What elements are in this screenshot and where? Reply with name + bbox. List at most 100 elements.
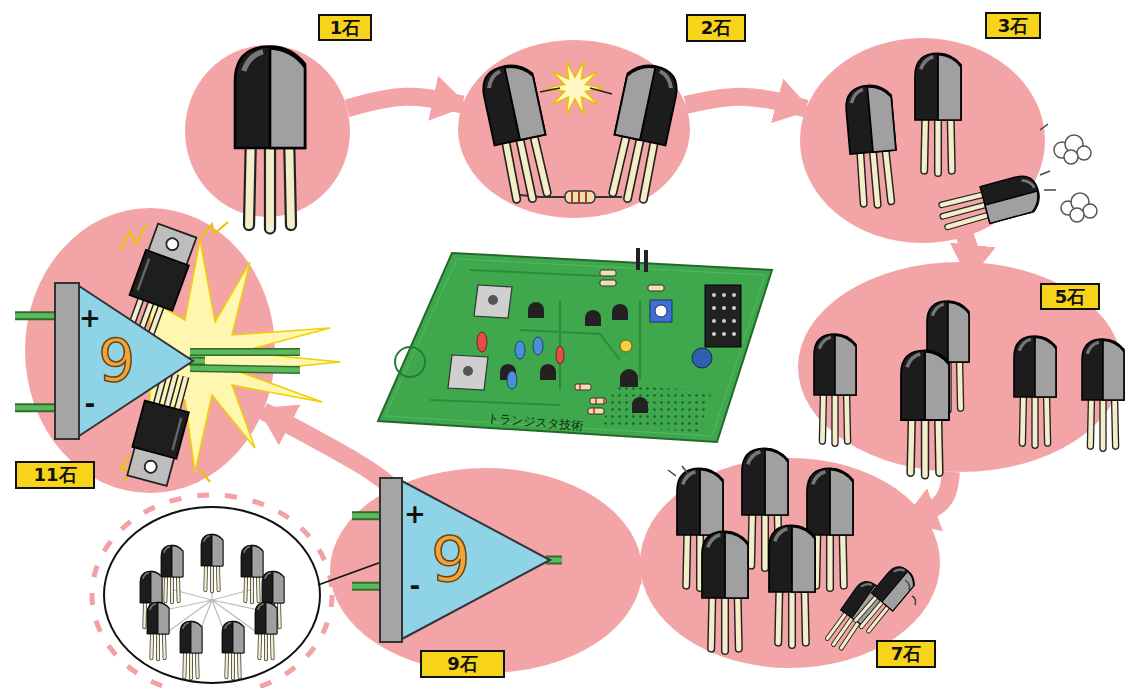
circuit-board — [722, 306, 726, 310]
circuit-board — [638, 248, 646, 272]
circuit-board — [463, 366, 473, 376]
circuit-board — [590, 398, 606, 404]
circuit-board — [533, 337, 543, 355]
opamp-pin — [352, 584, 380, 589]
stage-bubble-node: 9石9 — [330, 468, 642, 673]
circuit-board — [712, 293, 736, 336]
stage-bubble-node: 1石 — [185, 45, 350, 217]
circuit-board — [722, 293, 726, 297]
circuit-board — [500, 364, 516, 380]
magnified-nine-transistors — [104, 507, 320, 683]
magnified-nine-transistors — [147, 602, 169, 659]
circuit-board — [488, 295, 498, 305]
circuit-board — [732, 293, 736, 297]
circuit-board — [620, 369, 638, 387]
circuit-board — [585, 310, 601, 326]
stage-bubble — [798, 262, 1122, 472]
circuit-board — [580, 384, 604, 414]
three-transistors — [1077, 146, 1091, 160]
circuit-board — [600, 270, 616, 276]
circuit-board — [712, 293, 716, 297]
three-transistors — [1061, 201, 1075, 215]
circuit-board — [732, 332, 736, 336]
opamp-input-bar — [55, 283, 79, 439]
stage-tag: 3石 — [985, 12, 1041, 39]
circuit-board — [712, 319, 716, 323]
stage-bubble-outline — [640, 458, 940, 668]
stage-bubble-outline — [458, 40, 690, 218]
three-transistors — [1054, 142, 1070, 158]
circuit-board — [732, 306, 736, 310]
magnified-nine-transistors — [255, 602, 277, 659]
stage-tag: 1石 — [318, 14, 372, 41]
three-transistors — [1070, 208, 1084, 222]
circuit-board — [515, 341, 525, 359]
circuit-board — [474, 285, 512, 318]
magnified-nine-transistors — [92, 495, 332, 688]
stage-bubble-node: 2石 — [458, 40, 690, 218]
circuit-board — [378, 248, 772, 442]
magnified-nine-transistors — [180, 621, 202, 678]
three-transistors — [1054, 135, 1097, 222]
pin-sign: - — [85, 391, 96, 417]
circuit-board — [732, 319, 736, 323]
circuit-board — [507, 371, 517, 389]
opamp-pin — [352, 582, 380, 591]
circuit-board — [600, 280, 616, 286]
stage-bubble-outline — [185, 45, 350, 217]
stage-bubble-node: 3石 — [800, 38, 1045, 243]
flow-arrow — [263, 411, 393, 488]
opamp-triangle — [79, 286, 193, 436]
pin-sign: + — [79, 305, 101, 331]
opamp-pin — [352, 511, 380, 520]
circuit-board — [588, 408, 604, 414]
circuit-board — [705, 285, 741, 347]
opamp-node: 9 — [352, 478, 562, 642]
opamp-input-bar — [380, 478, 402, 642]
stage-bubble — [185, 45, 350, 217]
pin-sign: + — [404, 501, 426, 527]
opamp-number: 9 — [431, 529, 470, 591]
circuit-board — [722, 319, 726, 323]
stage-tag: 11石 — [15, 461, 95, 489]
opamp-pin — [352, 513, 380, 518]
circuit-board — [692, 348, 712, 368]
three-transistors — [1065, 135, 1083, 153]
circuit-board — [722, 332, 726, 336]
stage-bubble — [800, 38, 1045, 243]
circuit-board — [620, 340, 632, 352]
three-transistors — [1083, 204, 1097, 218]
circuit-board — [500, 302, 648, 413]
circuit-board — [650, 300, 672, 322]
stage-bubble-node: 5石 — [798, 262, 1122, 472]
circuit-board — [448, 355, 488, 390]
magnified-nine-transistors — [140, 571, 162, 628]
circuit-board — [528, 302, 544, 318]
circuit-board — [648, 285, 664, 291]
circuit-board — [395, 347, 425, 377]
board-print: トランジスタ技術 — [487, 412, 584, 432]
magnified-nine-transistors — [161, 545, 183, 602]
opamp-pin — [15, 311, 55, 320]
opamp-pin — [15, 313, 55, 318]
magnified-nine-transistors — [156, 580, 268, 652]
stage-bubble — [640, 458, 940, 668]
circuit-board — [655, 305, 667, 317]
circuit-board — [378, 253, 772, 442]
stage-bubble-node: 11石9 — [25, 208, 275, 493]
circuit-board — [712, 306, 716, 310]
stage-bubble — [458, 40, 690, 218]
flow-arrow — [347, 97, 462, 109]
circuit-board — [575, 384, 591, 390]
circuit-board — [385, 259, 765, 436]
opamp-number: 9 — [98, 332, 135, 390]
stage-bubble-outline — [800, 38, 1045, 243]
stage-tag: 5石 — [1040, 283, 1100, 310]
opamp-triangle — [402, 481, 550, 639]
circuit-board — [575, 270, 664, 414]
circuit-board — [477, 332, 487, 352]
stage-bubble — [25, 208, 275, 493]
stage-bubble — [330, 468, 642, 673]
stage-bubble-node: 7石 — [640, 458, 940, 668]
